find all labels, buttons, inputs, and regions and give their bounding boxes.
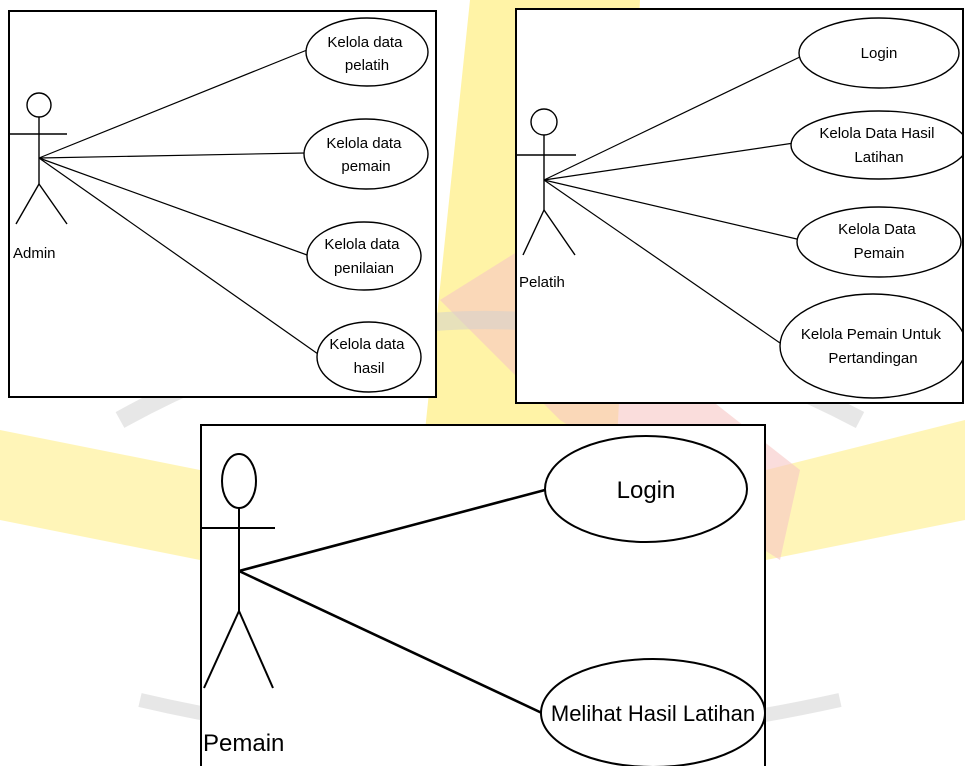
svg-text:Kelola Data Hasil Lati: Kelola Data Hasil Latihan xyxy=(819,125,938,166)
use-case-line: Pemain xyxy=(854,245,905,262)
association-line xyxy=(543,142,795,181)
association-line xyxy=(543,179,802,241)
use-case-line: Kelola data xyxy=(326,135,402,152)
association-line xyxy=(38,157,319,355)
use-case-kelola-data-hasil: Kelola data hasil xyxy=(316,321,422,393)
svg-text:Melihat Hasil Latihan: Melihat Hasil Latihan xyxy=(551,701,755,726)
svg-text:Kelola data pemain: Kelola data pemain xyxy=(326,135,405,175)
usecase-diagram-pelatih: Pelatih Login Kelola Data Hasil Latihan … xyxy=(515,8,964,404)
svg-text:Login: Login xyxy=(617,477,676,504)
actor-figure-admin xyxy=(10,92,68,225)
use-case-line: pelatih xyxy=(345,57,389,74)
use-case-line: Kelola data xyxy=(327,34,403,51)
admin-diagram-canvas: Admin Kelola data pelatih Kelola data pe… xyxy=(10,17,429,393)
actor-figure-pelatih xyxy=(517,108,576,256)
use-case-login: Login xyxy=(798,17,960,89)
association-line xyxy=(543,54,805,181)
watermark-yellow-ray-left xyxy=(0,430,200,560)
association-line xyxy=(38,157,308,256)
use-case-line: Kelola Data Hasil xyxy=(819,125,934,142)
association-line xyxy=(38,49,308,159)
svg-text:Kelola data hasil: Kelola data hasil xyxy=(329,336,408,377)
association-line xyxy=(238,569,545,716)
association-line xyxy=(543,179,781,344)
pelatih-diagram-canvas: Pelatih Login Kelola Data Hasil Latihan … xyxy=(517,17,962,399)
use-case-kelola-data-pemain: Kelola data pemain xyxy=(303,118,429,190)
use-case-line: Pertandingan xyxy=(828,350,917,367)
use-case-line: hasil xyxy=(354,360,385,377)
svg-text:Login: Login xyxy=(861,45,898,62)
usecase-diagram-admin: Admin Kelola data pelatih Kelola data pe… xyxy=(8,10,437,398)
use-case-kelola-data-penilaian: Kelola data penilaian xyxy=(306,221,422,291)
use-case-line: Melihat Hasil Latihan xyxy=(551,701,755,726)
use-case-kelola-data-hasil-latihan: Kelola Data Hasil Latihan xyxy=(790,110,962,180)
actor-label-pemain: Pemain xyxy=(203,730,284,757)
actor-figure-pemain xyxy=(202,453,275,689)
use-case-line: penilaian xyxy=(334,260,394,277)
use-case-line: Kelola Data xyxy=(838,221,916,238)
use-case-line: Kelola data xyxy=(329,336,405,353)
association-line xyxy=(238,488,546,573)
actor-label-admin: Admin xyxy=(13,245,56,262)
association-line xyxy=(38,152,306,159)
use-case-kelola-data-pemain: Kelola Data Pemain xyxy=(796,206,962,278)
watermark-yellow-ray-right xyxy=(766,420,965,560)
use-case-kelola-pemain-untuk-pertandingan: Kelola Pemain Untuk Pertandingan xyxy=(779,293,962,399)
use-case-line: Login xyxy=(861,45,898,62)
svg-text:Kelola data pelatih: Kelola data pelatih xyxy=(327,34,406,74)
use-case-line: Kelola Pemain Untuk xyxy=(801,326,942,343)
pemain-diagram-canvas: Pemain Login Melihat Hasil Latihan xyxy=(202,435,764,766)
use-case-line: pemain xyxy=(341,158,390,175)
use-case-line: Kelola data xyxy=(324,236,400,253)
svg-text:Kelola Pemain Untuk Pe: Kelola Pemain Untuk Pertandingan xyxy=(801,326,945,367)
usecase-diagram-pemain: Pemain Login Melihat Hasil Latihan xyxy=(200,424,766,766)
actor-label-pelatih: Pelatih xyxy=(519,274,565,291)
svg-text:Kelola Data Pemain: Kelola Data Pemain xyxy=(838,221,920,262)
use-case-line: Latihan xyxy=(854,149,903,166)
use-case-line: Login xyxy=(617,477,676,504)
use-case-melihat-hasil-latihan: Melihat Hasil Latihan xyxy=(540,658,764,766)
use-case-login: Login xyxy=(544,435,748,543)
svg-text:Kelola data penilaian: Kelola data penilaian xyxy=(324,236,403,277)
use-case-kelola-data-pelatih: Kelola data pelatih xyxy=(305,17,429,87)
